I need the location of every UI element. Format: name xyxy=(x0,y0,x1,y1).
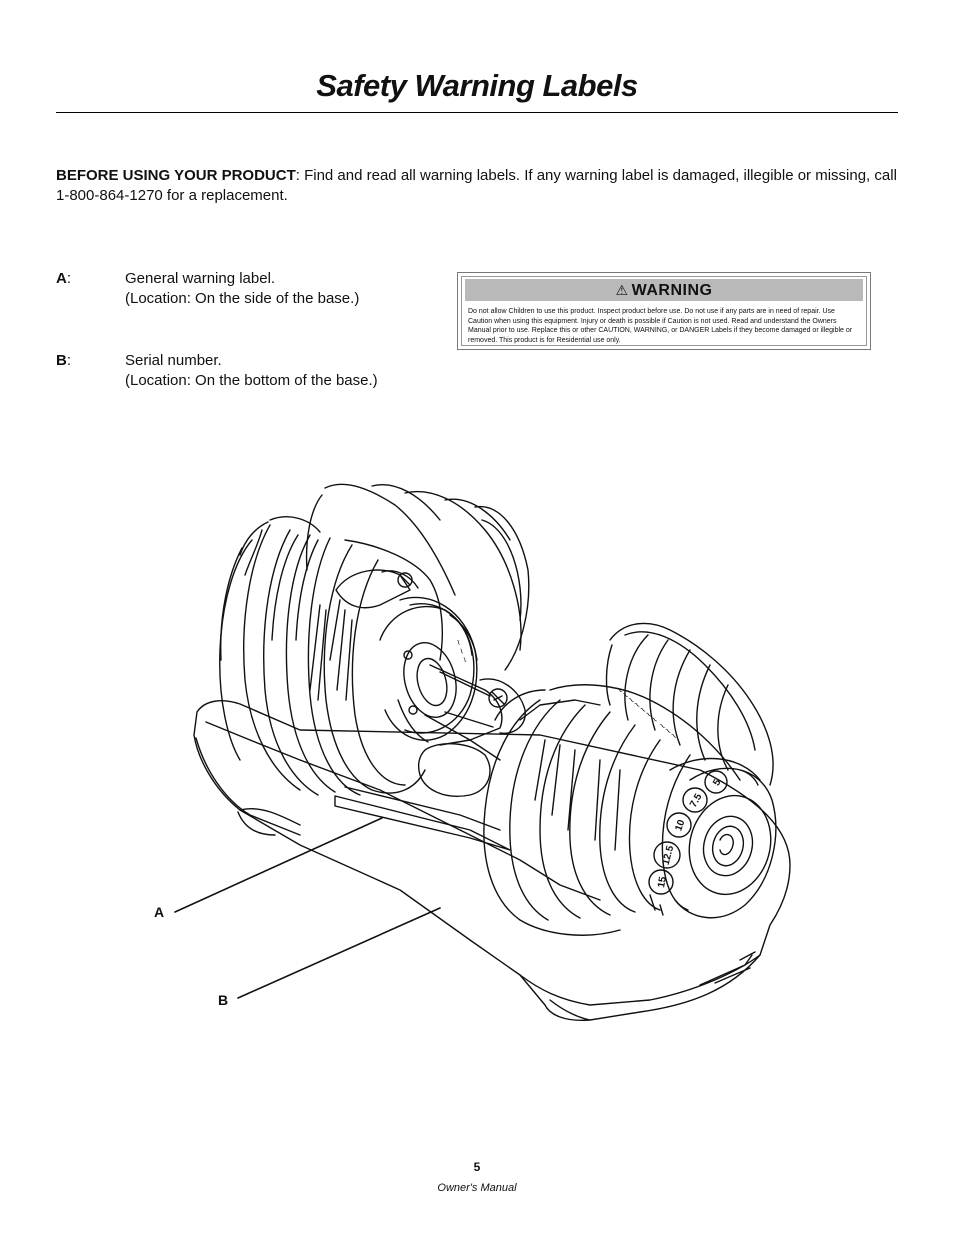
callout-line-a xyxy=(174,817,383,913)
callout-label-a: A xyxy=(154,904,164,920)
right-weight-stack: ~~~~~~~ ~~~ xyxy=(483,622,774,936)
dial-number-10 xyxy=(666,812,692,838)
svg-text:~~~~~~~ ~~~: ~~~~~~~ ~~~ xyxy=(613,685,679,743)
dumbbell-base xyxy=(193,700,791,1022)
callout-label-b: B xyxy=(218,992,228,1008)
warning-label-body: Do not allow Children to use this produc… xyxy=(468,308,853,344)
item-desc-a: General warning label. (Location: On the… xyxy=(125,269,359,309)
item-desc-b: Serial number. (Location: On the bottom … xyxy=(125,351,378,391)
intro-paragraph: BEFORE USING YOUR PRODUCT: Find and read… xyxy=(56,166,898,206)
warning-label-image: ⚠WARNING Do not allow Children to use th… xyxy=(457,272,871,350)
dial-label-5: 5 xyxy=(711,777,724,788)
dial-label-7-5: 7.5 xyxy=(688,792,705,810)
title-divider xyxy=(56,112,898,113)
dial-number-12-5 xyxy=(653,841,681,869)
dial-number-7-5 xyxy=(682,787,708,813)
intro-lead: BEFORE USING YOUR PRODUCT xyxy=(56,167,296,184)
warning-triangle-icon: ⚠ xyxy=(615,282,629,298)
item-desc-a-line1: General warning label. xyxy=(125,270,276,287)
warning-label-heading: ⚠WARNING xyxy=(465,279,863,301)
svg-text:~ ~ ~: ~ ~ ~ xyxy=(453,638,470,665)
page-number: 5 xyxy=(473,1160,481,1174)
intro-text: : Find and read all warning labels. If a… xyxy=(56,167,897,204)
dial-label-10: 10 xyxy=(673,818,687,833)
item-desc-a-line2: (Location: On the side of the base.) xyxy=(125,290,360,307)
right-dial xyxy=(648,757,777,919)
item-key-b: B: xyxy=(56,352,72,369)
footer-text: Owner's Manual xyxy=(437,1182,517,1194)
page-title: Safety Warning Labels xyxy=(316,68,638,103)
callout-line-b xyxy=(237,907,441,999)
item-desc-b-line2: (Location: On the bottom of the base.) xyxy=(125,372,378,389)
dial-number-15 xyxy=(648,869,674,895)
item-desc-b-line1: Serial number. xyxy=(125,352,222,369)
dial-label-12-5: 12.5 xyxy=(661,844,677,866)
dial-label-15: 15 xyxy=(656,875,669,888)
left-dial: ~ ~ ~ xyxy=(379,596,478,743)
dial-number-5 xyxy=(704,770,728,794)
item-key-a: A: xyxy=(56,270,72,287)
left-weight-stack xyxy=(219,483,530,796)
